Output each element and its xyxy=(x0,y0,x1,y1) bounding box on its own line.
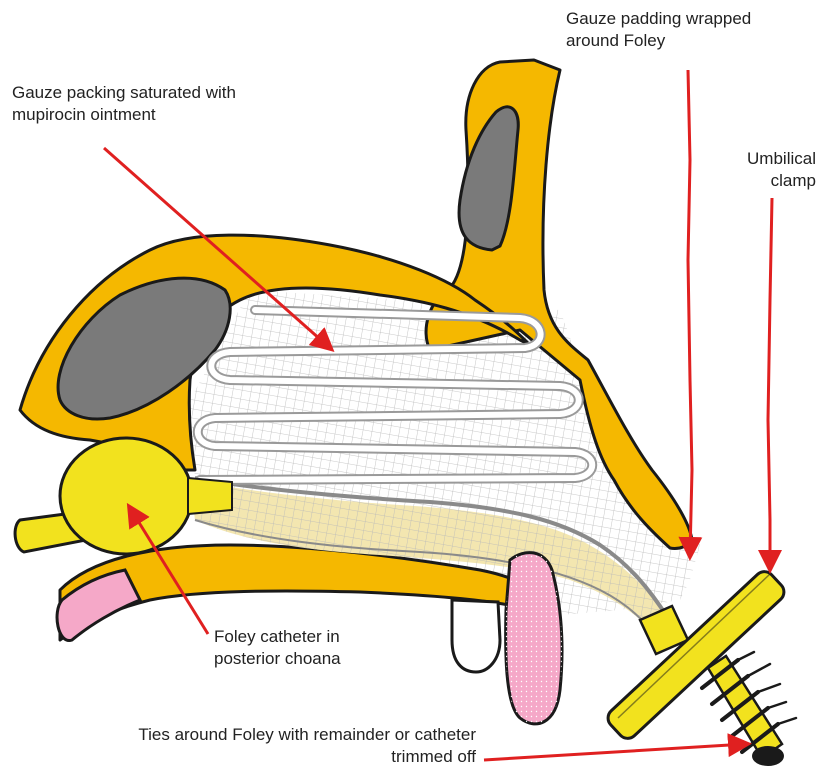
label-gauze-padding: Gauze padding wrapped around Foley xyxy=(566,8,816,52)
incisor-tooth xyxy=(452,600,500,672)
arrow-gauze-padding xyxy=(688,70,692,555)
arrow-clamp xyxy=(768,198,772,568)
catheter-ties xyxy=(702,652,796,766)
balloon-neck xyxy=(188,478,232,514)
label-ties: Ties around Foley with remainder or cath… xyxy=(56,724,476,768)
upper-lip-texture xyxy=(506,553,562,724)
label-foley-catheter: Foley catheter in posterior choana xyxy=(214,626,414,670)
label-umbilical-clamp: Umbilical clamp xyxy=(716,148,816,192)
arrow-ties xyxy=(484,744,746,760)
label-gauze-packing: Gauze packing saturated with mupirocin o… xyxy=(12,82,312,126)
foley-balloon xyxy=(60,438,192,554)
